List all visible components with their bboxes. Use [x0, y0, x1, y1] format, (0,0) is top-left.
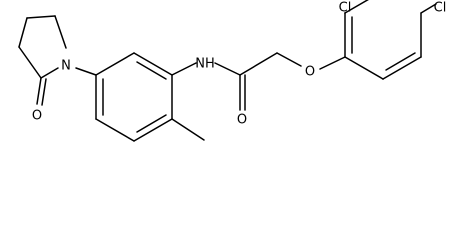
bond — [276, 52, 302, 67]
bond — [40, 67, 59, 79]
bond — [344, 0, 369, 14]
bond — [133, 52, 173, 76]
amide-carbonyl-oxygen-label: O — [237, 113, 247, 128]
ether-oxygen-label: O — [305, 65, 315, 80]
bond — [136, 61, 167, 80]
bond — [420, 3, 437, 14]
lactam-nitrogen-label: N — [61, 59, 71, 74]
atom-labels: N O NH O O Cl Cl — [32, 1, 446, 128]
ring-carbonyl-oxygen-label: O — [32, 109, 42, 124]
bond — [36, 77, 42, 105]
bond — [75, 67, 97, 76]
bond — [54, 15, 67, 49]
bond — [239, 52, 278, 76]
bond — [18, 17, 28, 48]
bond — [95, 118, 135, 142]
bond — [41, 78, 47, 106]
bond — [95, 52, 135, 76]
bond — [382, 56, 422, 80]
bond — [26, 15, 56, 19]
bond — [171, 62, 197, 76]
bond — [18, 46, 42, 79]
bond — [214, 62, 241, 76]
ortho-chlorine-label: Cl — [339, 1, 352, 16]
bond — [344, 56, 384, 80]
para-chlorine-label: Cl — [434, 1, 447, 16]
molecular-structure: N O NH O O Cl Cl — [18, 0, 446, 142]
bond — [385, 52, 416, 71]
amide-nitrogen-label: NH — [195, 57, 215, 72]
bond — [319, 56, 346, 70]
bond — [133, 118, 173, 142]
bond — [136, 114, 167, 133]
bonds — [18, 0, 437, 142]
bond — [171, 118, 205, 141]
